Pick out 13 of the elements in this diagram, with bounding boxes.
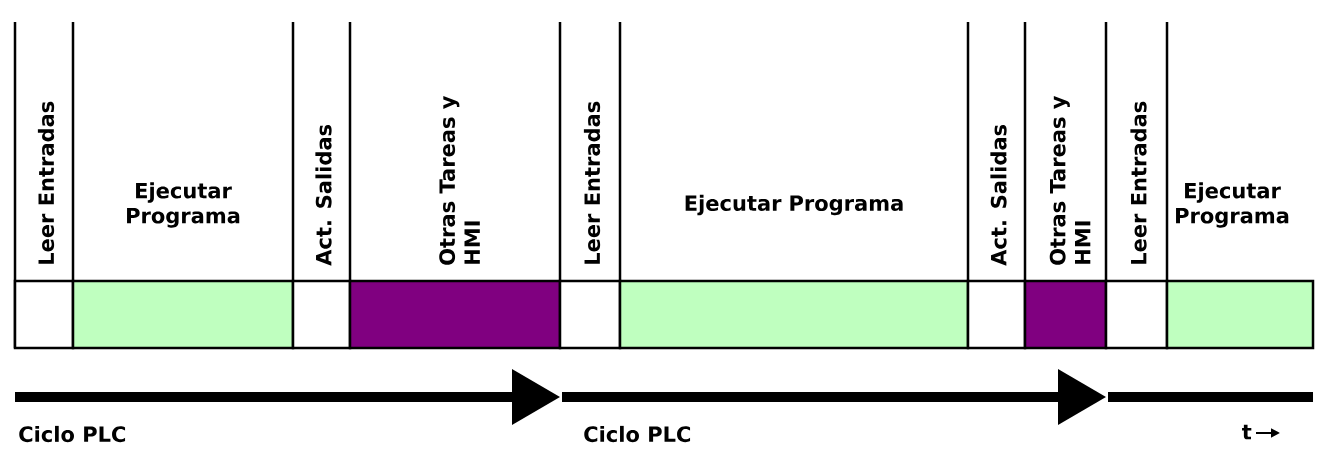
- node-label: Leer Entradas: [37, 101, 55, 264]
- node-label: Leer Entradas: [583, 101, 601, 264]
- node-label: Ejecutar Programa: [1176, 182, 1289, 228]
- node-label: Act. Salidas: [990, 124, 1007, 266]
- node-label: Act. Salidas: [315, 124, 332, 266]
- node-label: Otras Tareas y HMI: [1049, 95, 1091, 265]
- node-label: Leer Entradas: [1130, 101, 1147, 264]
- node-label: Otras Tareas y HMI: [439, 95, 480, 265]
- cycle-label: Ciclo PLC: [19, 425, 126, 443]
- node-label: Ejecutar Programa: [127, 182, 240, 228]
- time-label: t: [1242, 424, 1252, 440]
- node-label: Ejecutar Programa: [685, 194, 903, 216]
- cycle-label: Ciclo PLC: [584, 425, 691, 443]
